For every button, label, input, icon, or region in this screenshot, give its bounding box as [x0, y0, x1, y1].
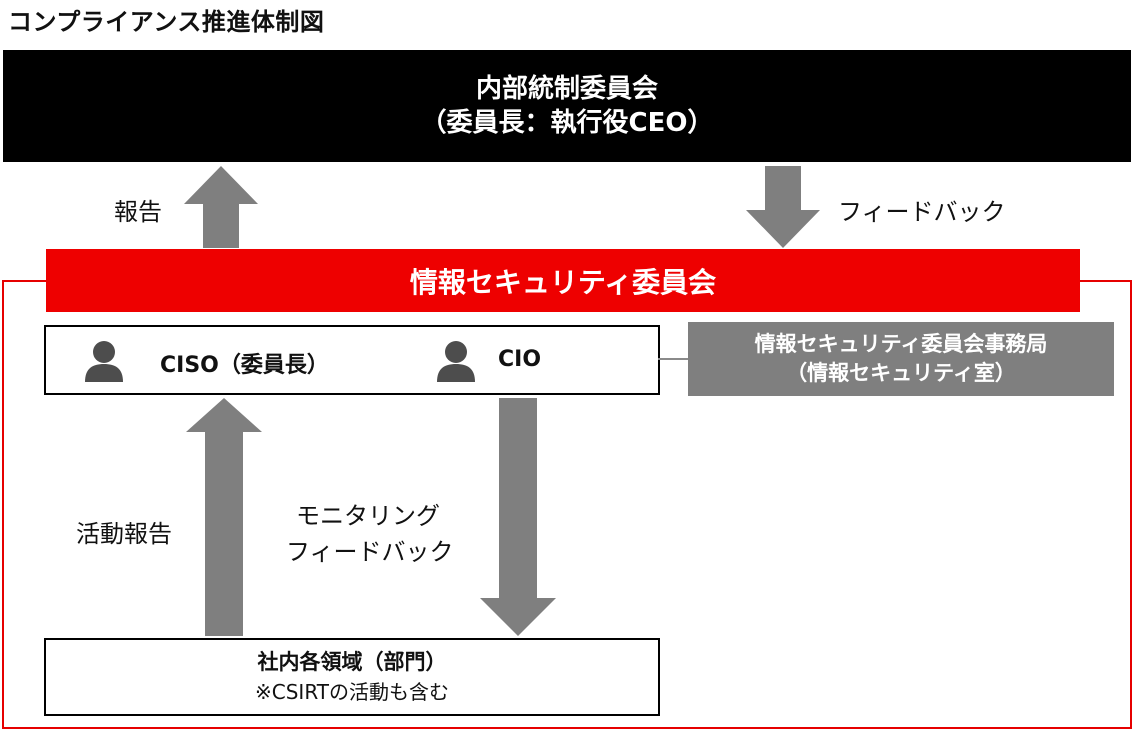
cio-label: CIO — [498, 347, 542, 372]
activity-report-arrow-up — [186, 398, 262, 636]
page-title: コンプライアンス推進体制図 — [8, 8, 325, 36]
security-committee-header: 情報セキュリティ委員会 — [46, 249, 1080, 312]
internal-control-committee-box: 内部統制委員会 （委員長：執行役CEO） — [3, 50, 1131, 162]
secretariat-office: （情報セキュリティ室） — [786, 361, 1016, 385]
activity-report-label: 活動報告 — [76, 520, 172, 548]
secretariat-box: 情報セキュリティ委員会事務局 （情報セキュリティ室） — [688, 322, 1114, 396]
committee-members-box: CISO（委員長） CIO — [44, 325, 660, 395]
departments-name: 社内各領域（部門） — [257, 650, 447, 674]
departments-box: 社内各領域（部門） ※CSIRTの活動も含む — [44, 638, 660, 716]
secretariat-name: 情報セキュリティ委員会事務局 — [754, 332, 1048, 356]
feedback-label: フィードバック — [838, 198, 1006, 226]
feedback-arrow-down — [746, 166, 820, 248]
departments-note: ※CSIRTの活動も含む — [255, 680, 449, 704]
monitoring-label: モニタリング — [296, 502, 440, 530]
person-icon — [436, 340, 476, 382]
person-icon — [84, 340, 124, 382]
monitoring-feedback-label: フィードバック — [286, 538, 454, 566]
internal-control-committee-chair: （委員長：執行役CEO） — [420, 108, 714, 138]
secretariat-connector-line — [658, 358, 690, 360]
report-arrow-up — [184, 166, 258, 248]
ciso-label: CISO（委員長） — [160, 353, 329, 378]
monitoring-feedback-arrow-down — [480, 398, 556, 636]
report-label: 報告 — [114, 198, 162, 226]
internal-control-committee-name: 内部統制委員会 — [475, 74, 658, 104]
